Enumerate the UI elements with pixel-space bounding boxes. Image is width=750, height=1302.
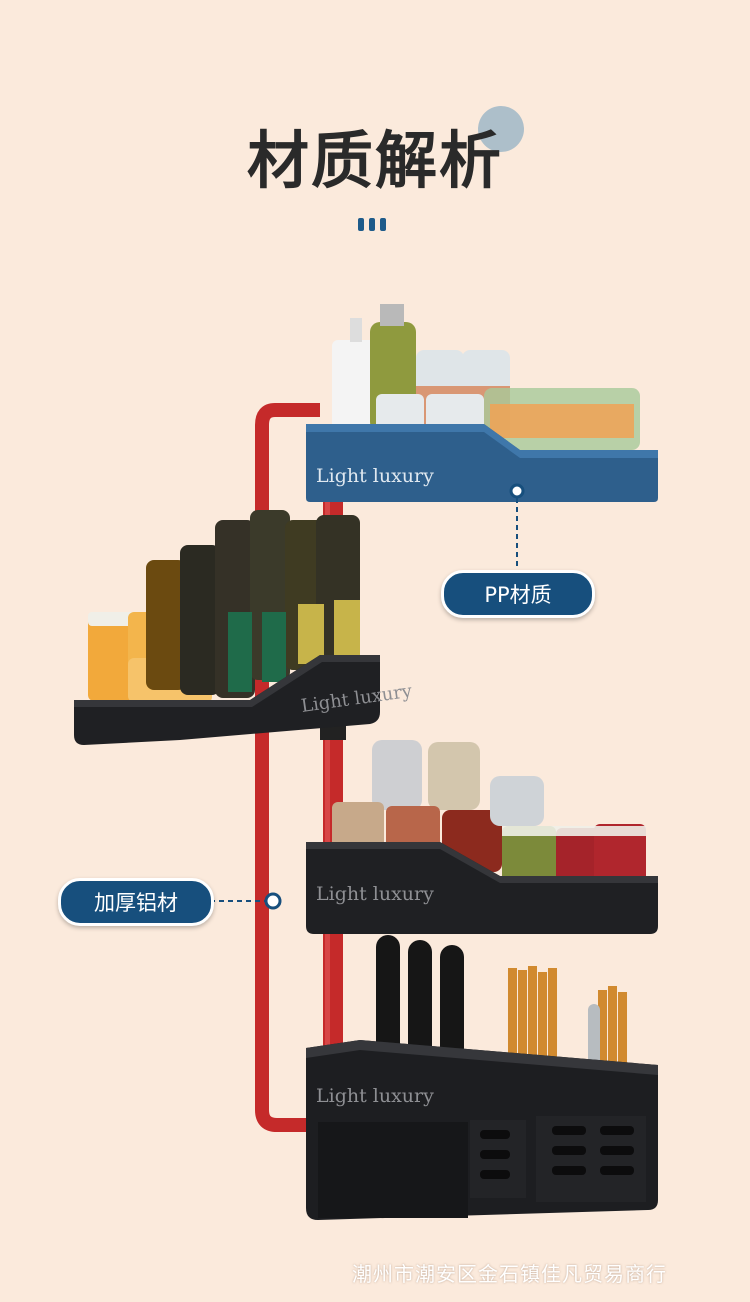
pp-callout-connector <box>509 483 525 570</box>
bottom-holder-items <box>376 935 627 1070</box>
aluminum-callout-connector <box>210 892 282 910</box>
top-shelf-blue: Light luxury <box>306 424 658 502</box>
second-shelf-black: Light luxury <box>74 655 414 745</box>
bottom-holder-black: Light luxury <box>306 1040 658 1220</box>
top-shelf-items <box>332 304 640 450</box>
title-decoration-circle <box>478 106 524 152</box>
tier-brand-label: Light luxury <box>316 465 434 487</box>
aluminum-material-label: 加厚铝材 <box>58 878 214 926</box>
pp-material-label: PP材质 <box>441 570 595 618</box>
tier-brand-label: Light luxury <box>316 1085 434 1107</box>
tier-brand-label: Light luxury <box>316 883 434 905</box>
page-header: 材质解析 <box>0 100 750 231</box>
page-title: 材质解析 <box>246 124 503 197</box>
third-shelf-black: Light luxury <box>306 842 658 934</box>
third-shelf-items <box>332 740 646 888</box>
store-watermark: 潮州市潮安区金石镇佳凡贸易商行 <box>352 1262 667 1286</box>
second-shelf-items <box>88 510 360 703</box>
title-decoration-bars <box>358 216 392 231</box>
